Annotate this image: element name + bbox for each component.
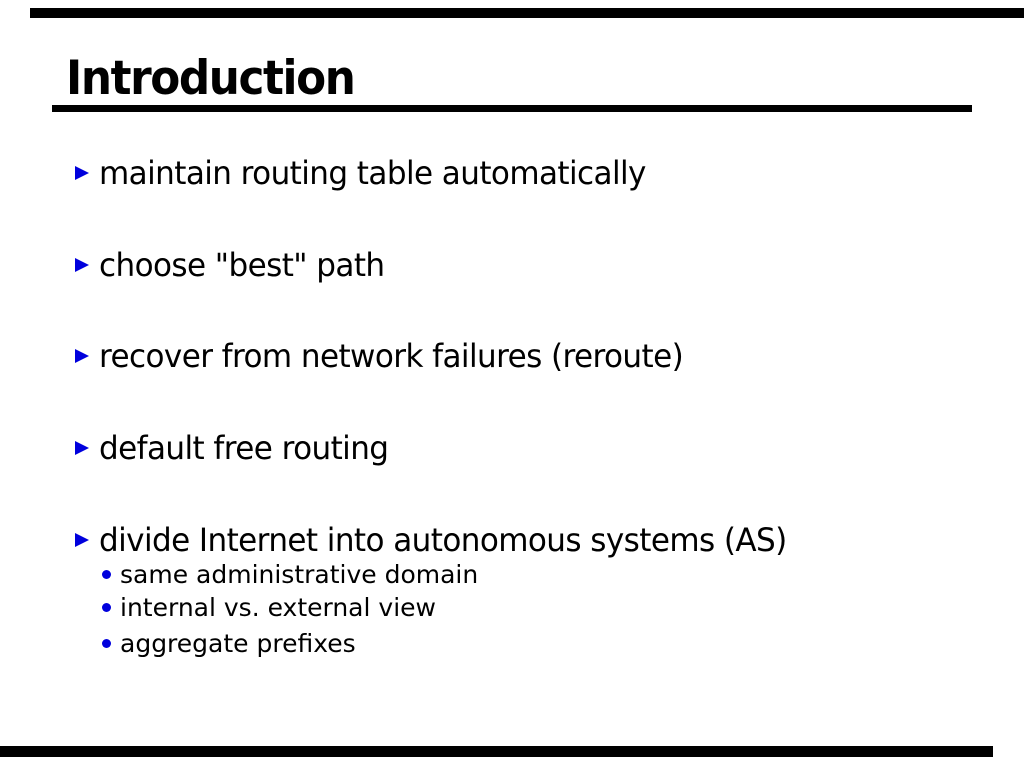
triangle-bullet-icon	[75, 533, 89, 547]
bullet-item: recover from network failures (reroute)	[75, 334, 701, 378]
dot-bullet-icon	[102, 569, 111, 579]
bullet-item: default free routing	[75, 426, 397, 470]
bullet-text: maintain routing table automatically	[99, 154, 646, 192]
triangle-bullet-icon	[75, 166, 89, 180]
slide-title: Introduction	[66, 51, 356, 106]
bullet-text: recover from network failures (reroute)	[99, 337, 684, 375]
top-bar-decoration	[30, 8, 1024, 18]
bullet-text: choose "best" path	[99, 246, 385, 284]
title-underline	[52, 105, 972, 112]
bullet-item: maintain routing table automatically	[75, 151, 663, 195]
dot-bullet-icon	[102, 602, 111, 612]
sub-bullet-text: internal vs. external view	[120, 592, 436, 622]
bullet-text: divide Internet into autonomous systems …	[99, 521, 787, 559]
sub-bullet-text: same administrative domain	[120, 559, 479, 589]
triangle-bullet-icon	[75, 258, 89, 272]
sub-bullet-text: aggregate prefixes	[120, 628, 356, 658]
sub-bullet-item: aggregate prefixes	[102, 626, 356, 660]
bullet-item: choose "best" path	[75, 243, 393, 287]
bottom-bar-decoration	[0, 746, 993, 757]
bullet-text: default free routing	[99, 429, 389, 467]
sub-bullet-item: internal vs. external view	[102, 590, 436, 624]
triangle-bullet-icon	[75, 441, 89, 455]
sub-bullet-item: same administrative domain	[102, 557, 478, 591]
triangle-bullet-icon	[75, 349, 89, 363]
bullet-item: divide Internet into autonomous systems …	[75, 518, 808, 562]
dot-bullet-icon	[102, 638, 111, 648]
